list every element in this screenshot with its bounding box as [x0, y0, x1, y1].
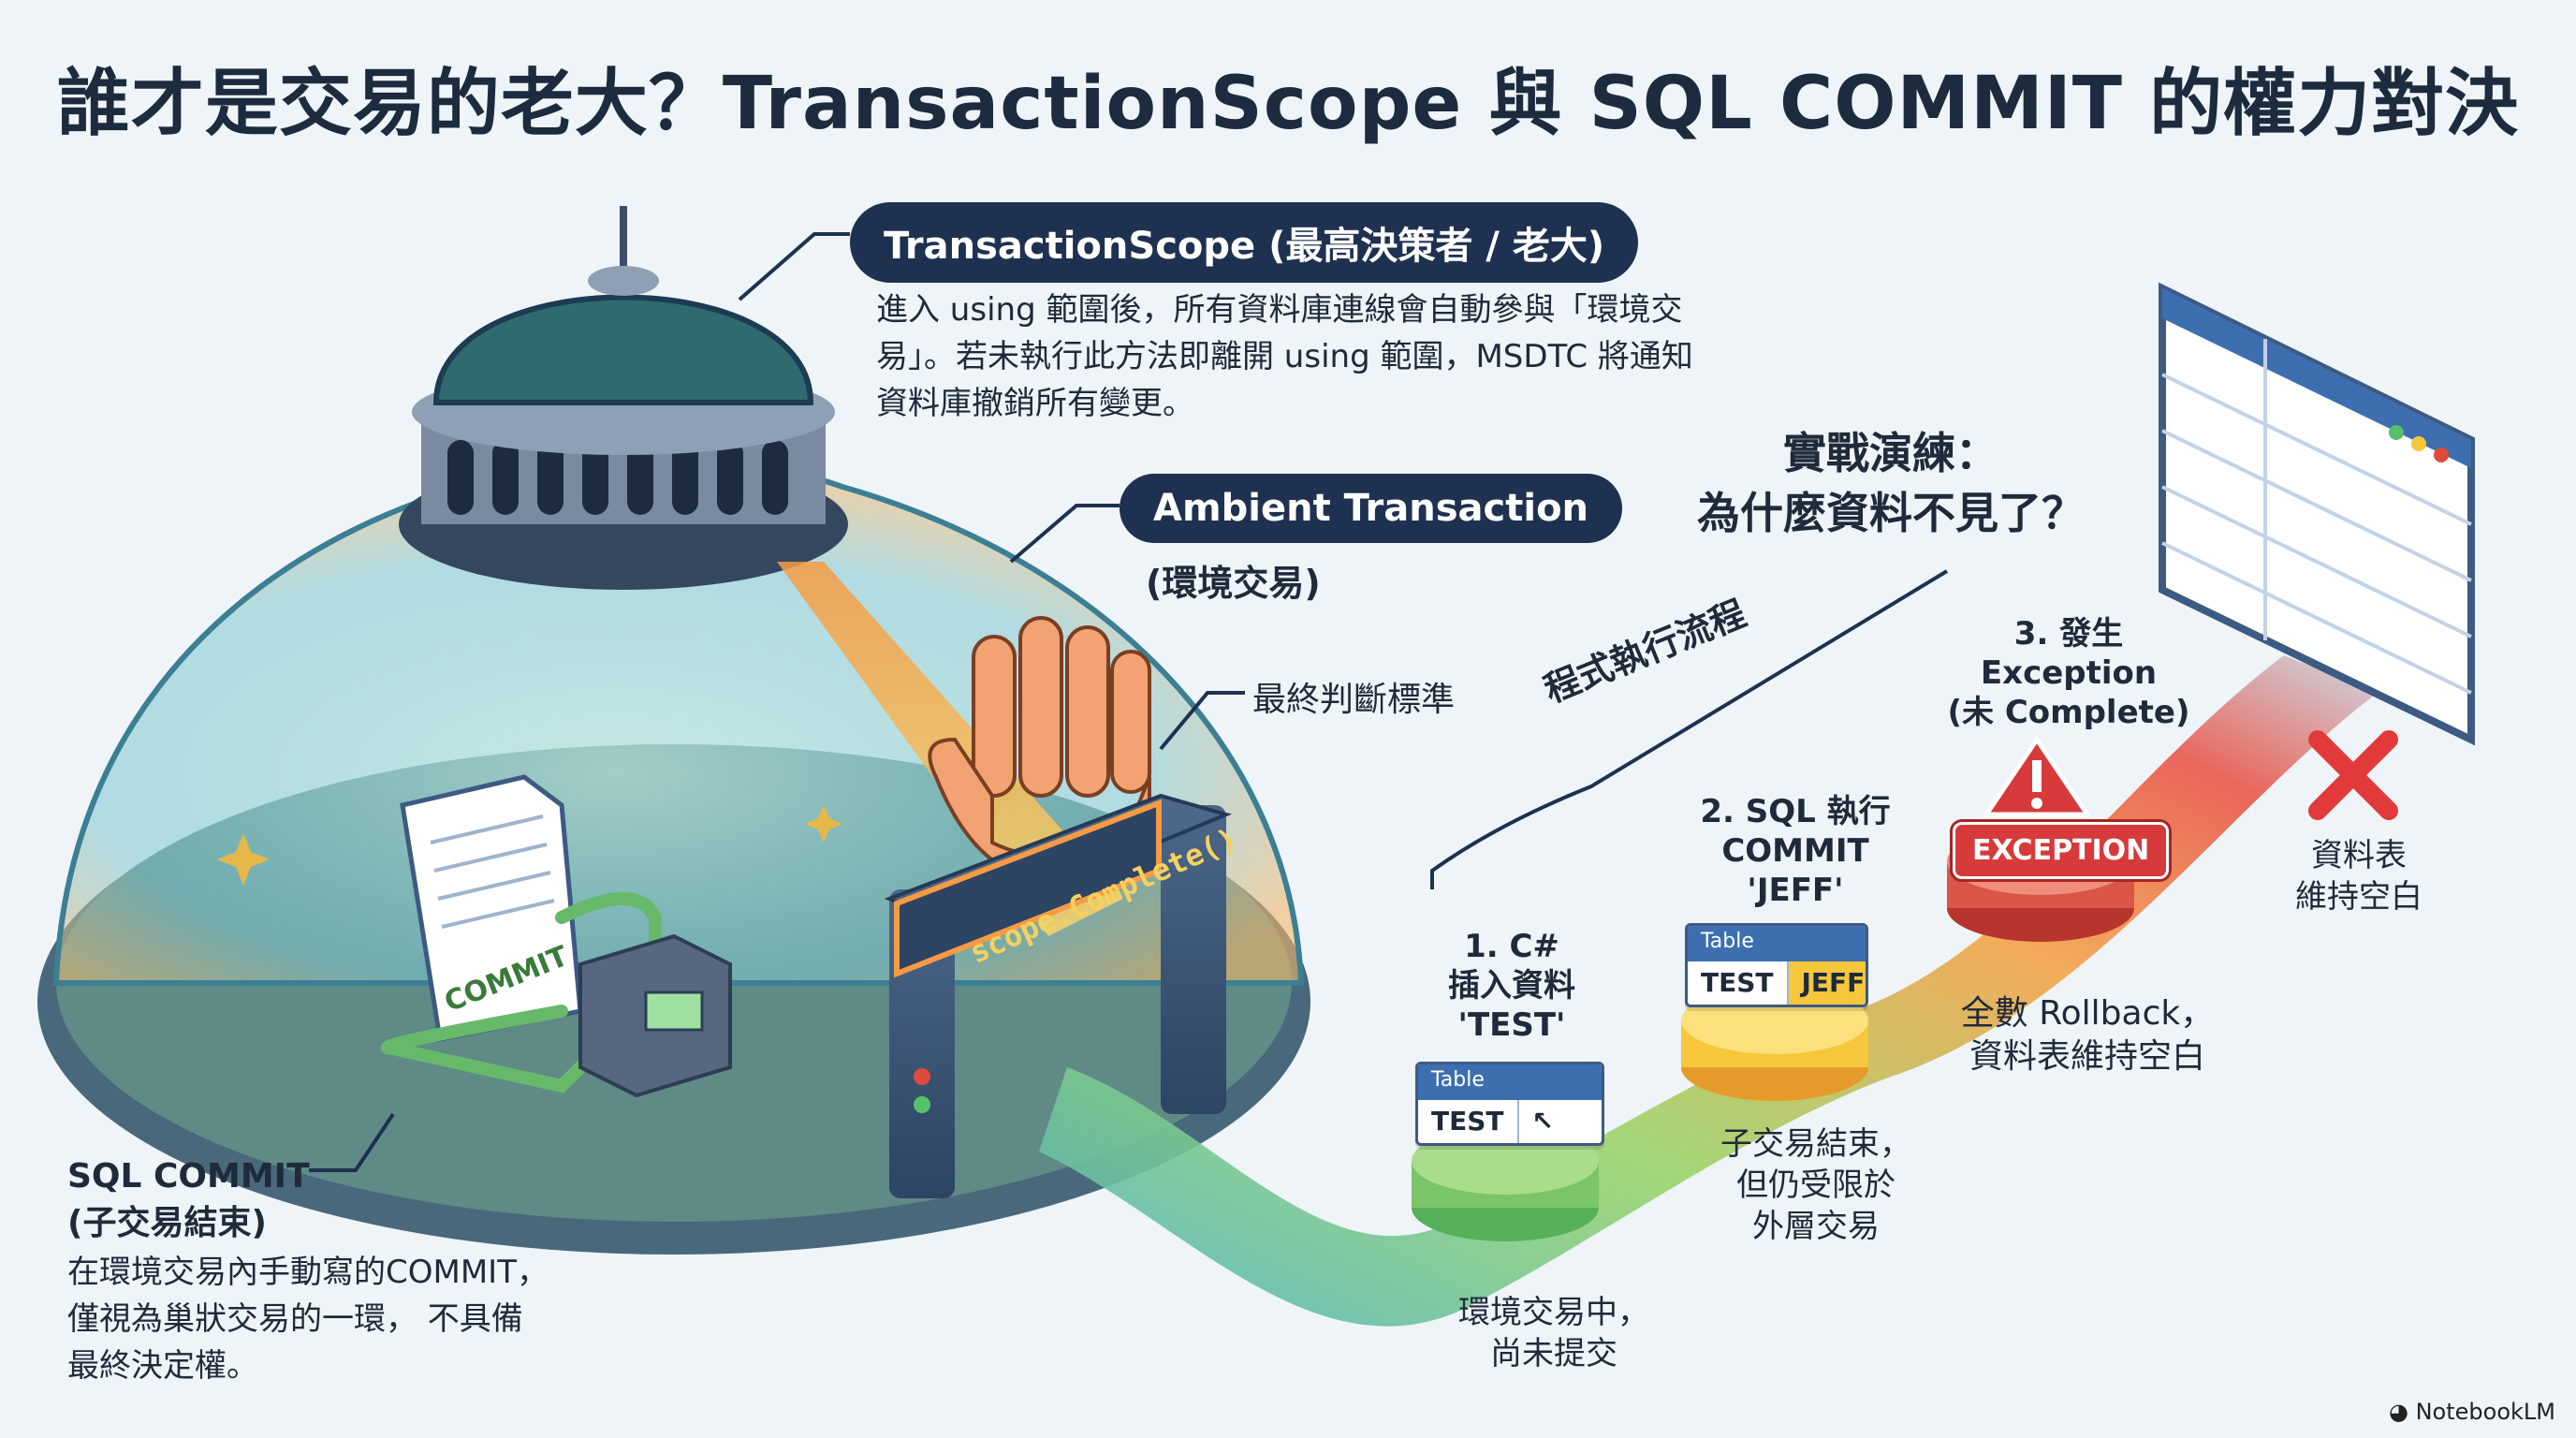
brand-name: NotebookLM: [2415, 1399, 2555, 1425]
warning-icon: [1982, 735, 2092, 817]
step-line: 1. C#: [1464, 928, 1559, 965]
note-line: 資料表: [2311, 837, 2407, 874]
step-line: COMMIT: [1721, 832, 1869, 870]
note-line: 維持空白: [2295, 878, 2422, 916]
sql-commit-title-line: SQL COMMIT: [67, 1157, 310, 1196]
server-box-icon: [578, 933, 732, 1098]
page-title: 誰才是交易的老大？TransactionScope 與 SQL COMMIT 的…: [56, 62, 2520, 146]
callout-lines: [309, 232, 1949, 1172]
brand-logo-icon: ◕: [2389, 1399, 2408, 1425]
complete-gate: [884, 793, 1233, 1198]
data-pipe: [381, 892, 662, 1093]
note-line: 資料表維持空白: [1969, 1037, 2205, 1076]
brand-watermark: ◕ NotebookLM: [2389, 1399, 2555, 1425]
sql-commit-title: SQL COMMIT (子交易結束): [67, 1153, 310, 1247]
step-line: 插入資料: [1448, 967, 1575, 1005]
practice-heading: 實戰演練： 為什麼資料不見了？: [1657, 423, 2125, 543]
practice-heading-line: 實戰演練：: [1783, 428, 1998, 478]
note-line: 外層交易: [1752, 1208, 1880, 1245]
flow-path: [1039, 655, 2378, 1327]
sql-commit-title-line: (子交易結束): [67, 1204, 267, 1242]
hand-stop-icon: [928, 616, 1151, 883]
final-criterion-label: 最終判斷標準: [1252, 681, 1456, 719]
transaction-scope-label: TransactionScope (最高決策者 / 老大): [850, 202, 1639, 283]
table-empty-note: 資料表 維持空白: [2265, 835, 2452, 917]
step-line: 3. 發生: [2013, 615, 2124, 653]
note-line: 但仍受限於: [1736, 1167, 1895, 1204]
table-cell: JEFF: [1788, 961, 1866, 1005]
cursor-icon: ↖: [1531, 1106, 1554, 1137]
transaction-scope-description: 進入 using 範圍後，所有資料庫連線會自動參與「環境交易」。若未執行此方法即…: [876, 291, 1693, 422]
ambient-transaction-subtitle: (環境交易): [1146, 563, 1321, 604]
table-cell: TEST: [1418, 1100, 1519, 1143]
sparkle-icon: [217, 805, 842, 886]
child-transaction-note: 子交易結束， 但仍受限於 外層交易: [1694, 1123, 1938, 1247]
step-line: 'TEST': [1457, 1006, 1566, 1044]
table-header: Table: [1688, 926, 1866, 961]
step-2-label: 2. SQL 執行 COMMIT 'JEFF': [1664, 792, 1926, 910]
step-1-label: 1. C# 插入資料 'TEST': [1395, 927, 1629, 1045]
sql-commit-description: 在環境交易內手動寫的COMMIT，僅視為巢狀交易的一環， 不具備最終決定權。: [67, 1254, 549, 1385]
table-stage-1: Table TEST ↖: [1415, 1062, 1604, 1146]
step-line: 'JEFF': [1747, 872, 1844, 909]
exception-badge: EXCEPTION: [1953, 822, 2170, 879]
ambient-transaction-label: Ambient Transaction: [1120, 474, 1623, 543]
table-row: TEST ↖: [1418, 1100, 1602, 1143]
table-row: TEST JEFF: [1688, 961, 1866, 1005]
table-stage-2: Table TEST JEFF: [1685, 923, 1868, 1007]
table-header: Table: [1418, 1064, 1602, 1100]
rollback-note: 全數 Rollback， 資料表維持空白: [1928, 992, 2247, 1078]
browser-window-icon: [2159, 282, 2475, 746]
step-line: Exception: [1980, 654, 2158, 692]
note-line: 全數 Rollback，: [1960, 994, 2215, 1033]
practice-heading-line: 為什麼資料不見了？: [1697, 488, 2085, 538]
dome-building-icon: [399, 206, 848, 590]
step-3-label: 3. 發生 Exception (未 Complete): [1928, 614, 2209, 732]
table-cell: TEST: [1688, 961, 1789, 1005]
note-line: 子交易結束，: [1720, 1125, 1911, 1163]
note-line: 環境交易中，: [1458, 1294, 1649, 1331]
cross-icon: [2308, 730, 2398, 820]
ambient-pending-note: 環境交易中， 尚未提交: [1432, 1292, 1676, 1374]
step-line: (未 Complete): [1947, 694, 2190, 731]
document-icon: [400, 774, 583, 1042]
note-line: 尚未提交: [1490, 1335, 1617, 1372]
step-line: 2. SQL 執行: [1700, 793, 1891, 830]
